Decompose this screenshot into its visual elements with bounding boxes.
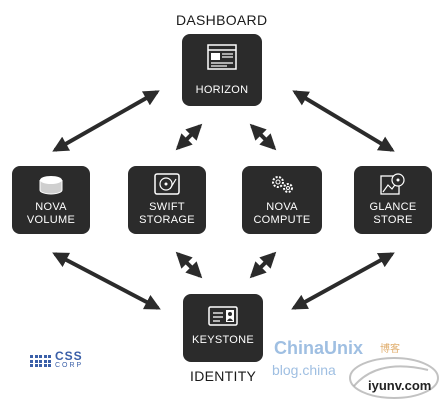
id-card-icon xyxy=(183,306,263,326)
swift-storage-label-line2: STORAGE xyxy=(139,214,195,226)
nova-compute-node: NOVA COMPUTE xyxy=(242,166,322,234)
watermark-site-text: iyunv.com xyxy=(368,378,432,393)
nova-volume-label-line1: NOVA xyxy=(35,201,67,213)
nova-volume-label-line2: VOLUME xyxy=(26,214,76,226)
watermark-url: blog.china xyxy=(272,362,336,378)
image-disk-icon xyxy=(354,173,432,197)
arrow-horizon-nova-volume xyxy=(52,90,160,152)
horizon-label: HORIZON xyxy=(195,84,249,96)
hard-drive-icon xyxy=(128,173,206,195)
glance-store-label-line2: STORE xyxy=(373,214,413,226)
glance-store-node: GLANCE STORE xyxy=(354,166,432,234)
watermark-brand: ChinaUnix xyxy=(274,338,364,358)
glance-store-label-line1: GLANCE xyxy=(369,201,417,213)
arrow-keystone-swift-storage xyxy=(175,251,203,279)
logo-line1: CSS xyxy=(55,349,83,363)
watermark-site: iyunv.com xyxy=(348,356,440,400)
swift-storage-node: SWIFT STORAGE xyxy=(128,166,206,234)
logo-line2: CORP xyxy=(55,362,84,369)
swift-storage-label-line1: SWIFT xyxy=(149,201,185,213)
arrow-keystone-nova-compute xyxy=(249,251,277,279)
keystone-label: KEYSTONE xyxy=(191,334,255,346)
disk-cylinder-icon xyxy=(12,175,90,195)
dashboard-window-icon xyxy=(182,44,262,70)
arrow-keystone-glance-store xyxy=(291,252,395,310)
arrow-horizon-glance-store xyxy=(292,90,395,152)
css-corp-logo: CSS CORP xyxy=(30,349,84,370)
watermark-brand-suffix: 博客 xyxy=(380,344,400,355)
dashboard-caption: DASHBOARD xyxy=(176,12,268,28)
watermark-swirl-icon xyxy=(349,357,439,399)
keystone-node: KEYSTONE xyxy=(183,294,263,362)
nova-volume-node: NOVA VOLUME xyxy=(12,166,90,234)
gears-icon xyxy=(242,173,322,195)
logo-dots-icon xyxy=(30,355,51,367)
arrow-horizon-nova-compute xyxy=(249,123,277,151)
arrow-keystone-nova-volume xyxy=(52,252,161,310)
arrow-horizon-swift-storage xyxy=(175,123,203,151)
nova-compute-label-line1: NOVA xyxy=(266,201,298,213)
nova-compute-label-line2: COMPUTE xyxy=(253,214,311,226)
identity-caption: IDENTITY xyxy=(190,368,257,384)
horizon-node: HORIZON xyxy=(182,34,262,106)
